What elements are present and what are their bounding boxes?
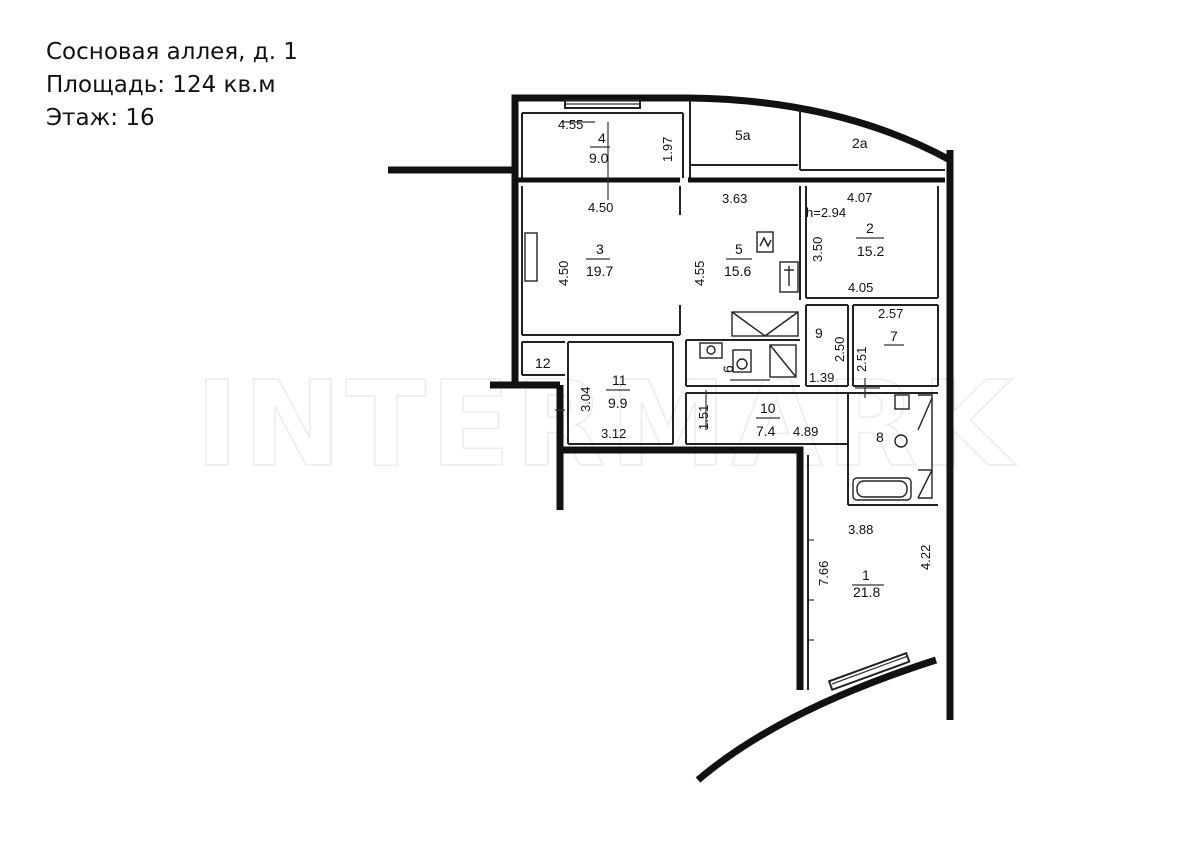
room-number-1: 1: [862, 567, 870, 583]
room-number-2: 2: [866, 220, 874, 236]
room-labels: 4 9.0 5а 2а 3 19.7 5 15.6 2 15.2 9 7 12 …: [535, 127, 904, 600]
boiler-icon: [894, 394, 910, 410]
dim-8-side: 2.51: [854, 347, 869, 372]
washbasin-icon: [894, 434, 908, 448]
dim-1-left: 7.66: [816, 561, 831, 586]
room-number-11: 11: [612, 372, 627, 388]
radiator-room3: [524, 232, 538, 282]
area-text: Площадь: 124 кв.м: [46, 72, 276, 98]
room-number-7: 8: [876, 429, 884, 445]
room-area-1: 21.8: [853, 584, 880, 600]
dimension-labels: 4.55 1.97 4.50 4.50 3.63 4.55 4.07 h=2.9…: [556, 117, 933, 586]
room-number-9: 9: [815, 325, 823, 341]
dim-9-bottom: 1.39: [809, 370, 834, 385]
room-area-11: 9.9: [608, 395, 628, 411]
dim-5-top: 3.63: [722, 191, 747, 206]
fixtures: [524, 231, 933, 692]
room-area-3: 19.7: [586, 263, 613, 279]
dim-1-right: 4.22: [918, 545, 933, 570]
room-number-5: 5: [735, 241, 743, 257]
floor-text: Этаж: 16: [46, 105, 155, 131]
interior-walls: [515, 100, 945, 690]
dim-10-right: 4.89: [793, 424, 818, 439]
bathtub-icon: [852, 477, 912, 501]
sink-icon: [699, 342, 723, 359]
outer-walls: [388, 94, 954, 783]
dim-11-bottom: 3.12: [601, 426, 626, 441]
dim-2-top: 4.07: [847, 190, 872, 205]
watermark: INTERMARK: [195, 355, 1017, 493]
dim-5-side: 4.55: [692, 261, 707, 286]
dim-9-side: 2.50: [832, 337, 847, 362]
room-number-5a: 5а: [735, 127, 751, 143]
room-number-4: 4: [598, 130, 606, 146]
dim-4-width: 4.55: [558, 117, 583, 132]
plan-header: Сосновая аллея, д. 1 Площадь: 124 кв.м Э…: [46, 36, 298, 135]
dim-10-side: 1.51: [696, 405, 711, 430]
dim-8-top: 2.57: [878, 306, 903, 321]
room-area-4: 9.0: [589, 150, 609, 166]
dim-4-height: 1.97: [660, 137, 675, 162]
dimension-lines: [555, 121, 880, 641]
toilet-icon: [732, 349, 752, 373]
dim-1-top: 3.88: [848, 522, 873, 537]
dim-3-top: 4.50: [588, 200, 613, 215]
window-room1: [827, 651, 911, 692]
room-area-2: 15.2: [857, 243, 884, 259]
room-area-10: 7.4: [756, 423, 776, 439]
balcony-window-top: [564, 99, 641, 109]
room-area-5: 15.6: [724, 263, 751, 279]
room-number-10: 10: [760, 400, 776, 416]
dim-11-side: 3.04: [578, 387, 593, 412]
room-number-12: 12: [535, 355, 551, 371]
shower-tray: [769, 344, 797, 378]
address-text: Сосновая аллея, д. 1: [46, 39, 298, 65]
room-number-8: 7: [890, 328, 898, 344]
dim-3-side: 4.50: [556, 261, 571, 286]
kitchen-counter: [779, 261, 799, 293]
stove-icon: [756, 231, 774, 253]
room-number-6: 6: [720, 365, 736, 373]
ceiling-height: h=2.94: [806, 205, 846, 220]
dim-2-bottom: 4.05: [848, 280, 873, 295]
room-number-2a: 2а: [852, 135, 868, 151]
room-number-3: 3: [596, 241, 604, 257]
wardrobe-hall: [731, 311, 799, 337]
dim-2-side: 3.50: [810, 237, 825, 262]
